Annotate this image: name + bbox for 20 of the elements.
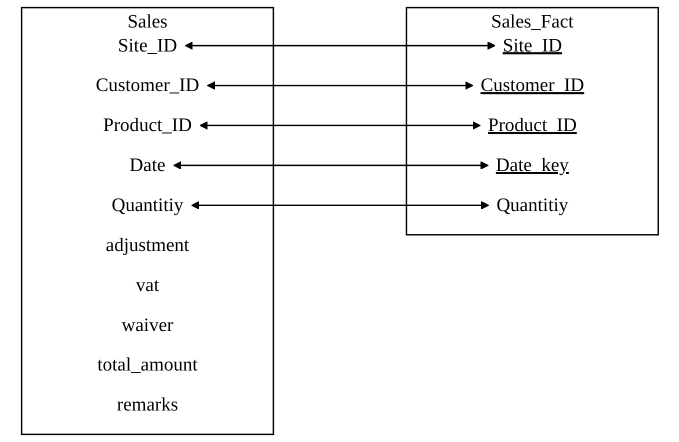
node-text: Customer_ID xyxy=(480,75,584,96)
arrow xyxy=(190,201,489,210)
node-text: Site_ID xyxy=(502,35,562,56)
node-text: Site_ID xyxy=(118,35,177,56)
node-text: Quantitiy xyxy=(496,194,568,216)
node-text: Product_ID xyxy=(488,115,576,136)
arrow xyxy=(206,81,473,90)
node-text: adjustment xyxy=(105,234,189,256)
node-text: Date xyxy=(129,154,166,176)
node-text: Quantitiy xyxy=(111,194,183,216)
node-text: vat xyxy=(135,274,159,296)
node-text: Customer_ID xyxy=(95,75,199,96)
arrow xyxy=(199,121,480,130)
node-text: remarks xyxy=(116,394,178,416)
node-text: Date_key xyxy=(495,154,568,176)
node-text: waiver xyxy=(121,314,173,336)
node-text: Product_ID xyxy=(102,115,192,136)
arrow xyxy=(184,41,496,50)
node-text: total_amount xyxy=(96,354,198,376)
arrow xyxy=(172,161,488,170)
